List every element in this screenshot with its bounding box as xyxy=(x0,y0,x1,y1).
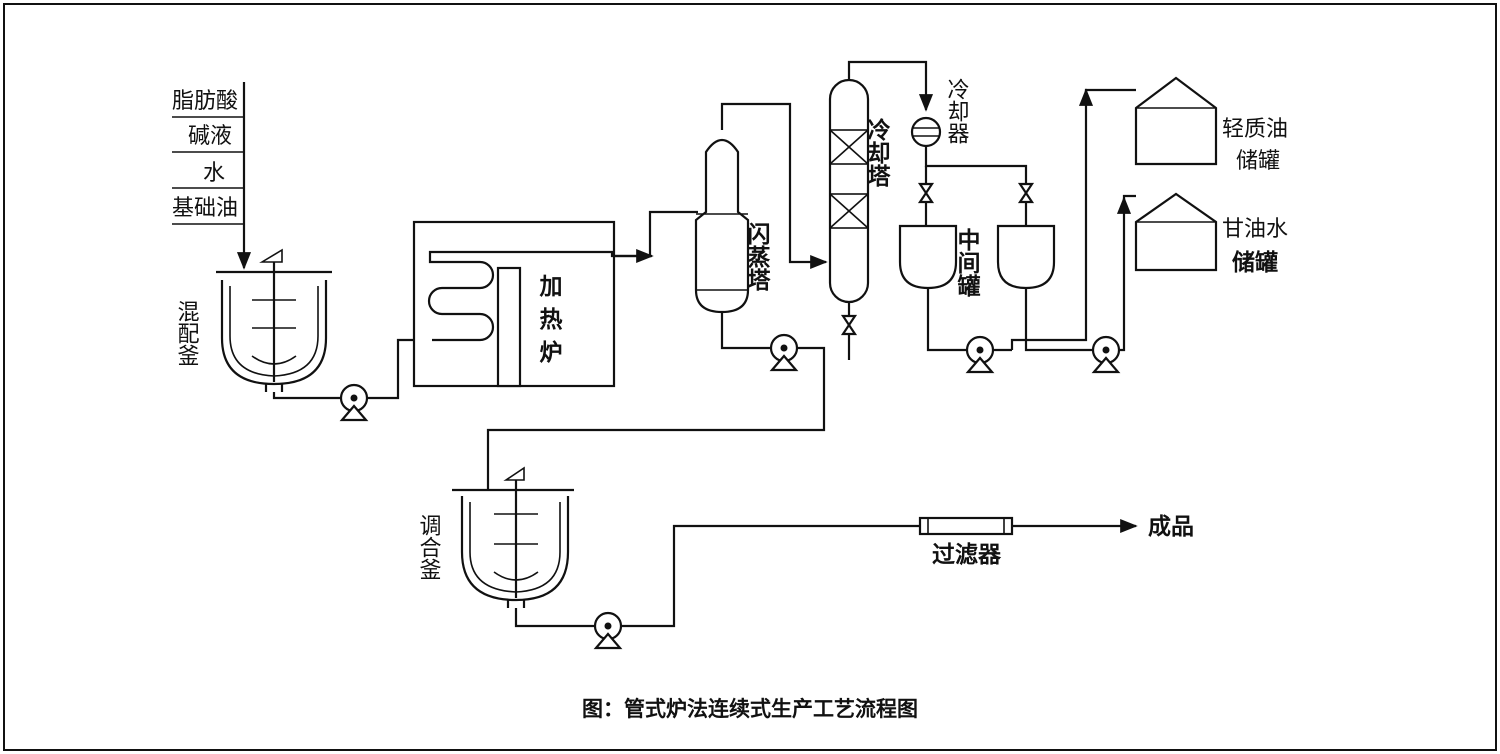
product-label: 成品 xyxy=(1148,514,1194,540)
heating-furnace xyxy=(412,220,616,388)
glycerin-water-tank xyxy=(1134,192,1218,272)
heating-furnace-label: 加热炉 xyxy=(535,274,564,373)
intermediate-tank-2 xyxy=(996,224,1056,290)
input-alkali-label: 碱液 xyxy=(188,124,232,149)
input-base-oil-label: 基础油 xyxy=(172,196,238,221)
filter xyxy=(918,516,1014,536)
flash-tower-label: 闪蒸塔 xyxy=(743,222,771,291)
light-oil-tank-label-2: 储罐 xyxy=(1236,149,1280,174)
light-oil-tank xyxy=(1134,76,1218,166)
input-list: 脂肪酸 碱液 水 基础油 xyxy=(172,82,252,270)
cooling-tower xyxy=(828,78,870,304)
valve-icon xyxy=(917,182,935,204)
cooler-label: 冷却器 xyxy=(944,78,970,144)
light-oil-tank-label-1: 轻质油 xyxy=(1222,117,1288,142)
input-water-label: 水 xyxy=(203,161,225,186)
intermediate-tank-label: 中间罐 xyxy=(953,228,982,297)
pump-icon xyxy=(769,333,799,372)
pump-icon xyxy=(339,383,369,422)
pump-icon xyxy=(965,335,995,374)
figure-caption: 图：管式炉法连续式生产工艺流程图 xyxy=(582,697,918,721)
mixing-kettle xyxy=(216,248,332,392)
flash-tower xyxy=(694,138,750,314)
filter-label: 过滤器 xyxy=(932,542,1002,568)
pump-icon xyxy=(593,611,623,650)
figure-border xyxy=(3,3,1497,751)
cooler xyxy=(910,116,942,148)
cooling-tower-label: 冷却塔 xyxy=(863,117,891,187)
intermediate-tank-1 xyxy=(898,224,958,290)
glycerin-water-tank-label-2: 储罐 xyxy=(1232,249,1278,276)
mixing-kettle-label: 混配釜 xyxy=(174,300,200,366)
valve-icon xyxy=(840,314,858,336)
input-fatty-acid-label: 脂肪酸 xyxy=(172,89,238,114)
blending-kettle xyxy=(452,466,574,608)
pump-icon xyxy=(1091,335,1121,374)
valve-icon xyxy=(1017,182,1035,204)
glycerin-water-tank-label-1: 甘油水 xyxy=(1222,217,1288,242)
blending-kettle-label: 调合釜 xyxy=(416,514,442,580)
